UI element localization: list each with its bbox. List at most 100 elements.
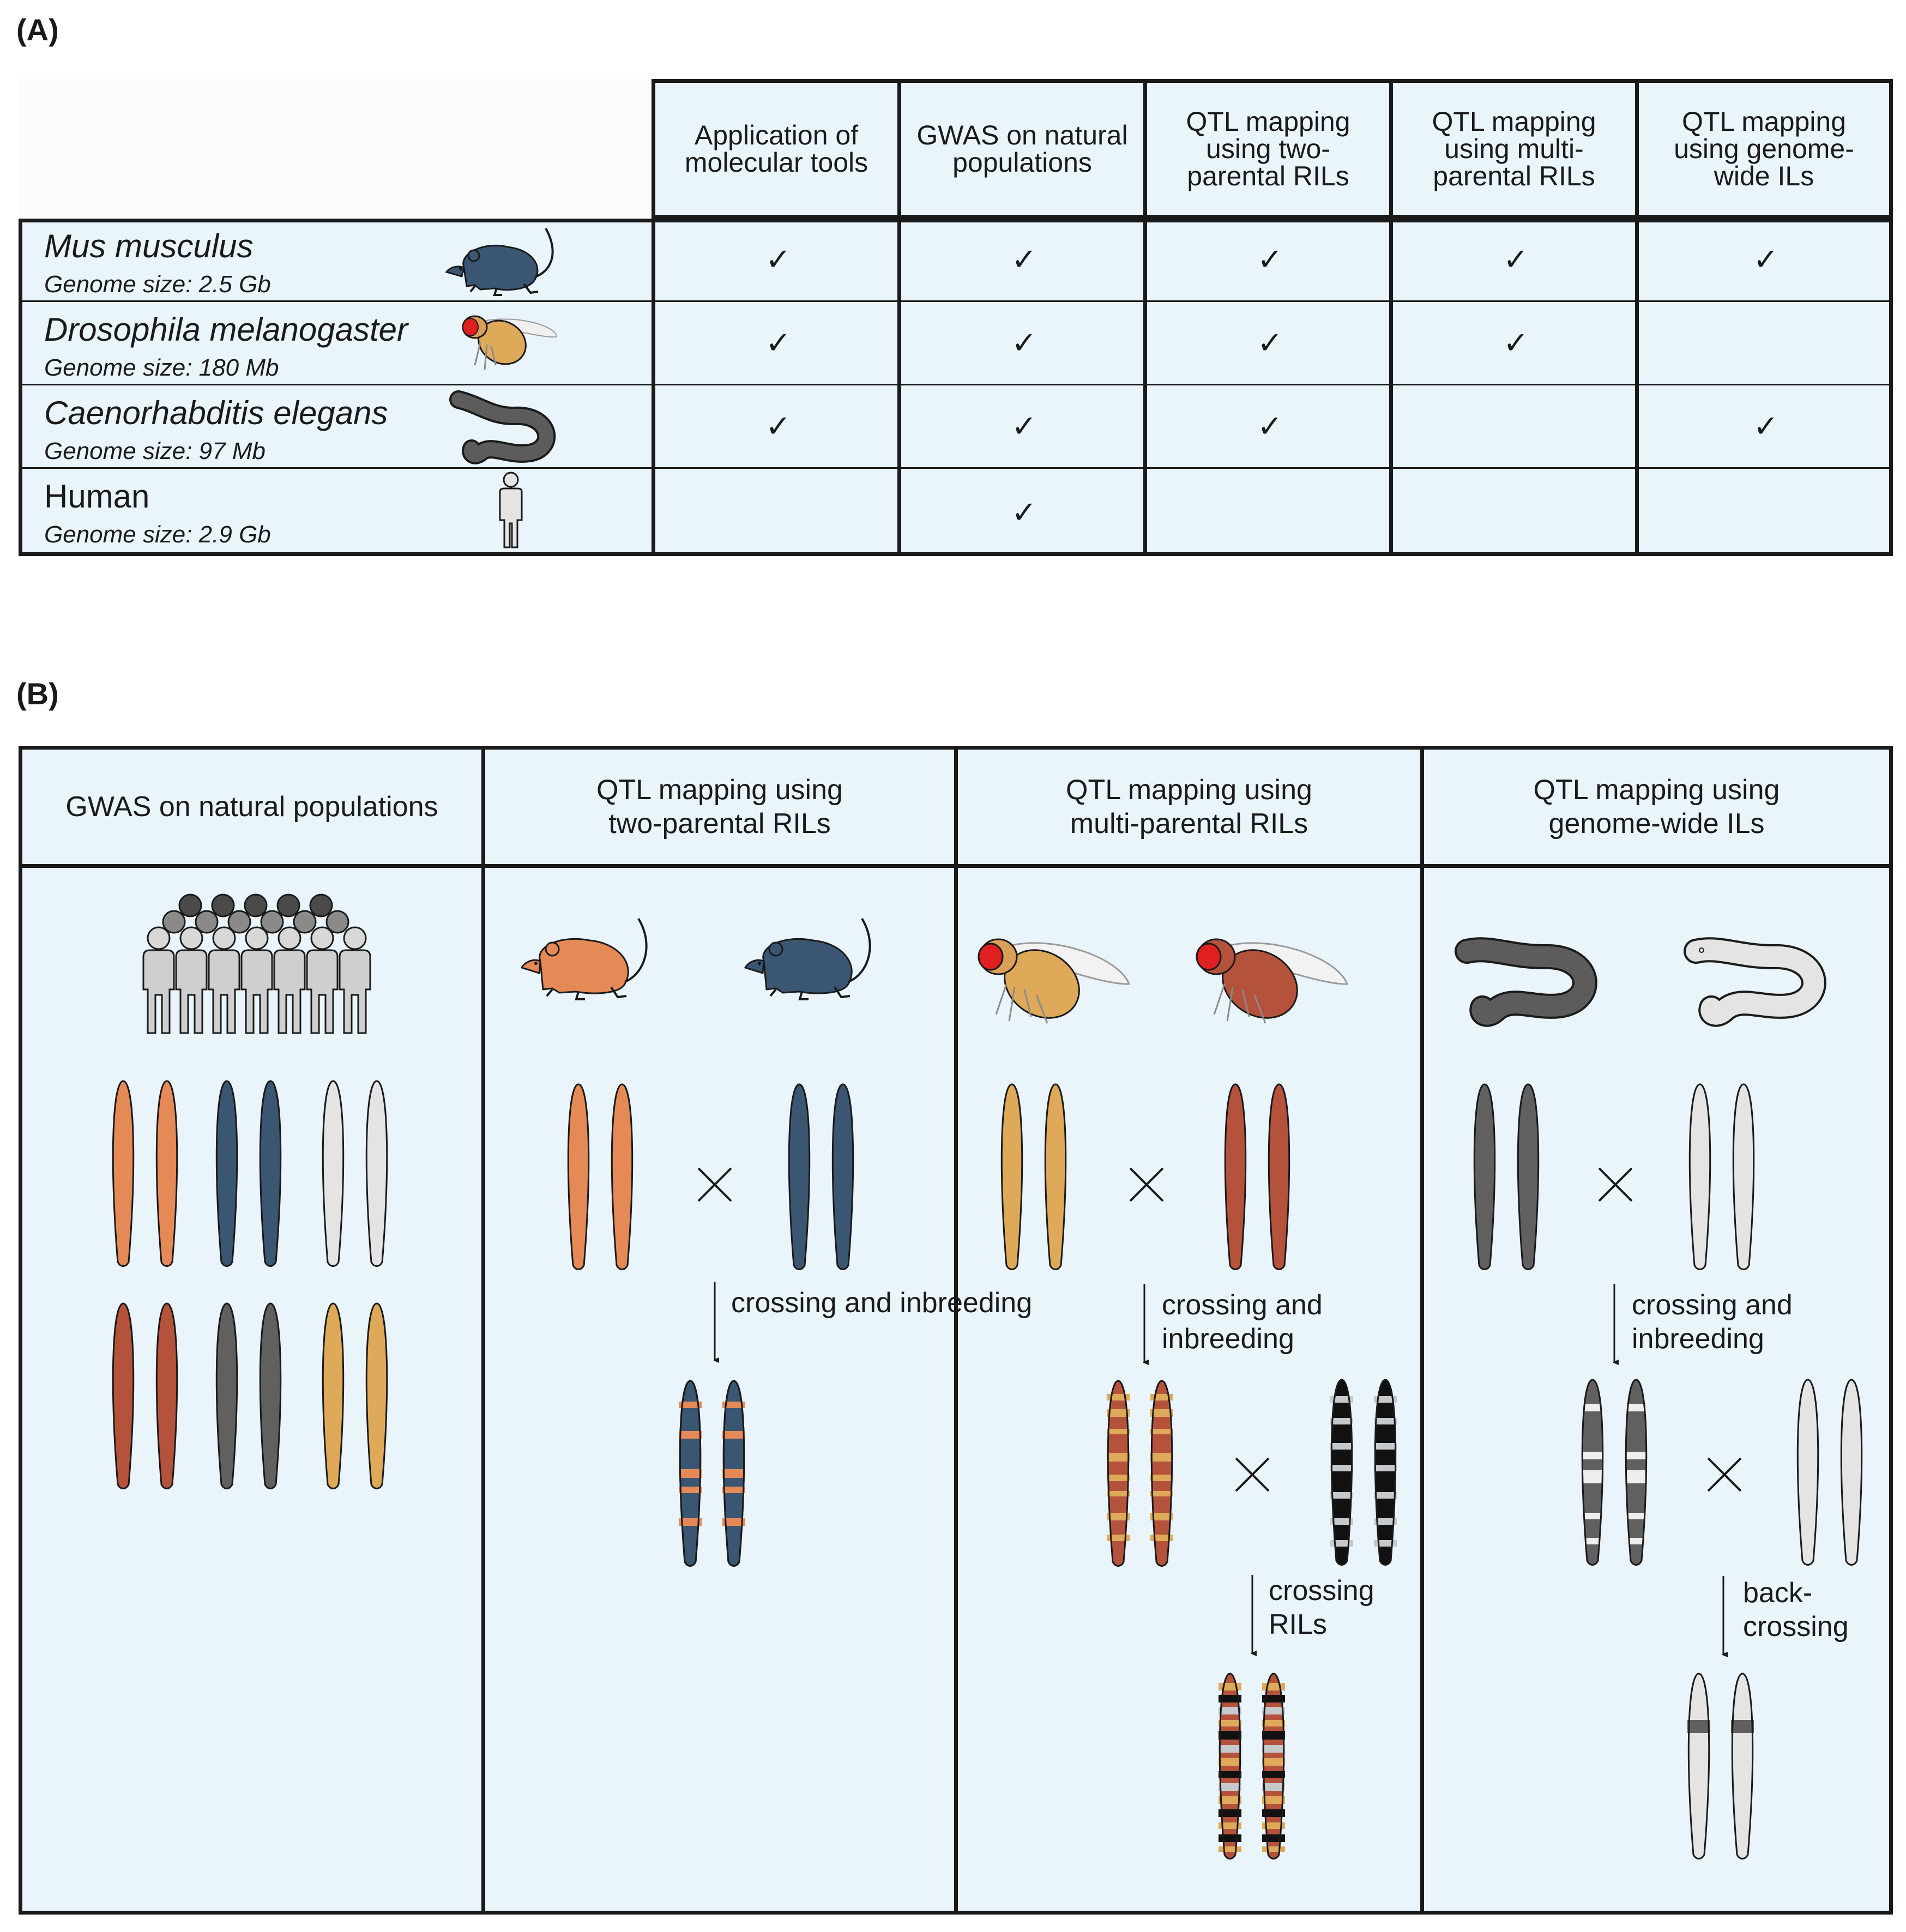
worm-icon [449, 390, 556, 464]
organism-name: Drosophila melanogaster [44, 311, 408, 348]
cross-symbol [1707, 1457, 1742, 1492]
ril-chromosomes-black-silver [1330, 1379, 1397, 1566]
chromosome [1330, 1379, 1353, 1566]
multi-parental-final-chromosomes [1219, 1673, 1285, 1859]
table-row-mus-musculus: Mus musculus Genome size: 2.5 Gb ✓ ✓ ✓ ✓… [19, 219, 1893, 302]
chromosome [1150, 1380, 1173, 1567]
organism-method-table: Application of molecular tools GWAS on n… [19, 79, 1893, 556]
introgression-line-chromosomes [1687, 1673, 1754, 1859]
organism-cell: Caenorhabditis elegans Genome size: 97 M… [19, 385, 655, 469]
table-row-human: Human Genome size: 2.9 Gb ✓ [19, 469, 1893, 556]
column-title-two-parental: QTL mapping using two-parental RILs [596, 774, 843, 840]
chromosome [1044, 1083, 1067, 1270]
chromosome [1000, 1083, 1023, 1270]
chromosome [679, 1380, 702, 1567]
arrow-label-crossing-inbreeding: crossing and inbreeding [1632, 1289, 1793, 1355]
chromosome [1840, 1379, 1863, 1566]
column-header-multi-parental-rils: QTL mapping using multi-parental RILs [1389, 79, 1639, 219]
chromosome [788, 1083, 811, 1270]
chromosome [1688, 1083, 1711, 1270]
check-cell: ✓ [1635, 219, 1893, 302]
recombinant-chromosomes-two-parental [679, 1380, 745, 1567]
table-separator [652, 219, 655, 556]
chromosome [1219, 1673, 1241, 1859]
cross-symbol [1129, 1167, 1164, 1202]
arrow-label-crossing-inbreeding: crossing and inbreeding [1162, 1289, 1323, 1355]
chromosome [1107, 1380, 1130, 1567]
check-cell: ✓ [1143, 385, 1393, 469]
check-cell: ✓ [1389, 219, 1639, 302]
check-cell: ✓ [1635, 385, 1893, 469]
dark-worm-icon [1455, 937, 1597, 1027]
ril-chromosomes-gray-white [1581, 1379, 1648, 1566]
organism-name: Mus musculus [44, 228, 254, 264]
genome-size: Genome size: 2.9 Gb [44, 521, 271, 548]
genome-size: Genome size: 97 Mb [44, 438, 266, 464]
cross-symbol [1598, 1167, 1633, 1202]
chromosome [112, 1302, 135, 1489]
cross-symbol [1235, 1457, 1270, 1492]
arrow-label-crossing-inbreeding: crossing and inbreeding [731, 1287, 1033, 1319]
check-cell: ✓ [897, 302, 1147, 385]
human-icon [499, 472, 523, 548]
brick-fly-icon [1196, 938, 1349, 1024]
check-cell: ✓ [1143, 219, 1393, 302]
check-cell [652, 469, 901, 556]
chromosome [112, 1080, 135, 1267]
chromosome [1473, 1083, 1496, 1270]
chromosome [259, 1080, 282, 1267]
table-row-drosophila: Drosophila melanogaster Genome size: 180… [19, 302, 1893, 385]
organism-name: Caenorhabditis elegans [44, 395, 388, 431]
diagram-drawing [112, 893, 1863, 1859]
check-cell [1143, 469, 1393, 556]
chromosome [1732, 1083, 1755, 1270]
chromosome [567, 1083, 590, 1270]
navy-mouse-icon [744, 917, 871, 1000]
check-cell: ✓ [897, 219, 1147, 302]
mouse-icon [445, 228, 554, 296]
chromosome [722, 1380, 745, 1567]
column-header-two-parental-rils: QTL mapping using two-parental RILs [1143, 79, 1393, 219]
chromosome [1224, 1083, 1247, 1270]
panel-a-label: (A) [16, 13, 59, 47]
chromosome [365, 1302, 388, 1489]
check-cell [1389, 469, 1639, 556]
chromosome [322, 1302, 345, 1489]
organism-name: Human [44, 478, 150, 515]
chromosome [1581, 1379, 1604, 1566]
check-cell: ✓ [897, 385, 1147, 469]
chromosome [831, 1083, 854, 1270]
recurrent-parent-chromosomes [1796, 1379, 1863, 1566]
organism-cell: Mus musculus Genome size: 2.5 Gb [19, 219, 655, 302]
mapping-strategies-panel: GWAS on natural populations QTL mapping … [19, 746, 1893, 1915]
human-population-icon [142, 893, 371, 1034]
check-cell: ✓ [1143, 302, 1393, 385]
column-divider [954, 750, 958, 1911]
column-header-molecular-tools: Application of molecular tools [652, 79, 901, 219]
column-header-gwas: GWAS on natural populations [897, 79, 1147, 219]
table-row-c-elegans: Caenorhabditis elegans Genome size: 97 M… [19, 385, 1893, 469]
chromosome-set-genome-wide-ils [1473, 1083, 1755, 1270]
table-corner [19, 79, 652, 219]
column-divider [481, 750, 485, 1911]
panel-b-label: (B) [16, 677, 59, 711]
chromosome [155, 1080, 178, 1267]
check-cell: ✓ [652, 219, 901, 302]
column-header-genome-wide-ils: QTL mapping using genome-wide ILs [1635, 79, 1893, 219]
chromosome [365, 1080, 388, 1267]
chromosome [1268, 1083, 1290, 1270]
check-cell: ✓ [1389, 302, 1639, 385]
chromosome [155, 1302, 178, 1489]
chromosome-set-two-parental [567, 1083, 854, 1270]
chromosome [215, 1080, 238, 1267]
orange-mouse-icon [520, 917, 648, 1000]
check-cell: ✓ [652, 385, 901, 469]
chromosome [1374, 1379, 1397, 1566]
cross-symbol [697, 1167, 732, 1202]
check-cell: ✓ [897, 469, 1147, 556]
check-cell: ✓ [652, 302, 901, 385]
chromosome-set-multi-parental [1000, 1083, 1290, 1270]
chromosome [1796, 1379, 1819, 1566]
organism-cell: Drosophila melanogaster Genome size: 180… [19, 302, 655, 385]
check-cell [1635, 469, 1893, 556]
